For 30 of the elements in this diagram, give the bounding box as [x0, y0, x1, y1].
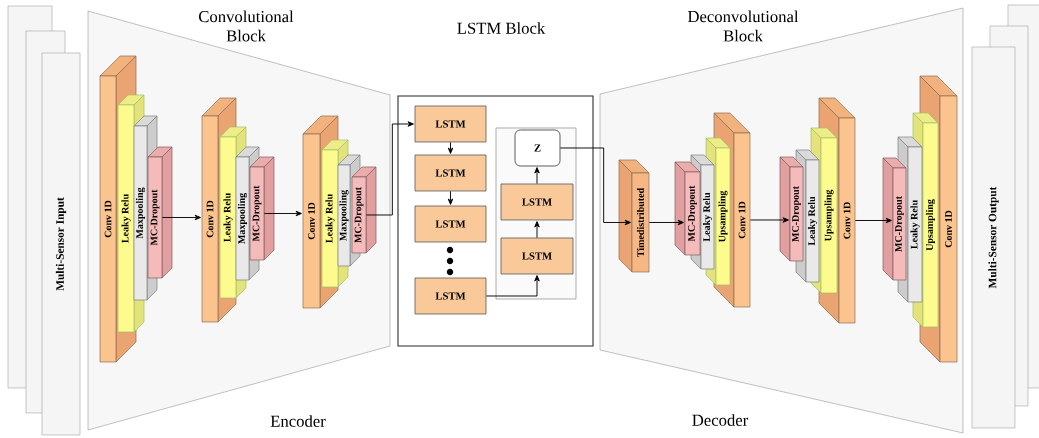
arrow [854, 217, 892, 224]
layer-slab: MC-Dropout [674, 161, 701, 256]
lstm-box: LSTM [414, 105, 487, 143]
node-label: LSTM Block [457, 22, 546, 34]
layer-slab: MC-Dropout [147, 146, 173, 279]
arrow [648, 219, 684, 226]
lstm-box: LSTM [500, 183, 574, 221]
layer-slab: MC-Dropout [779, 156, 804, 262]
arrow [534, 221, 540, 239]
node-label: Multi-Sensor Input [55, 197, 67, 291]
layer-slab: MC-Dropout [249, 156, 275, 261]
arrow [161, 214, 201, 221]
arrow [534, 167, 540, 185]
lstm-box: LSTM [500, 237, 574, 275]
output-stack: Multi-Sensor Output [971, 4, 1039, 429]
z-box: Z [514, 129, 561, 167]
arrow [559, 147, 631, 226]
arrow [749, 217, 789, 223]
arrow [485, 275, 540, 297]
layer-slab: Timedistributed [618, 159, 650, 273]
input-stack: Multi-Sensor Input [7, 5, 81, 436]
lstm-box: LSTM [414, 154, 487, 192]
layer-slab: MC-Dropout [882, 157, 907, 281]
arrow [263, 210, 302, 217]
layer-slab: MC-Dropout [351, 166, 377, 254]
arrow [447, 141, 454, 154]
arrow [447, 190, 454, 205]
lstm-box: LSTM [414, 205, 487, 243]
arrow [365, 121, 414, 216]
lstm-box: LSTM [414, 277, 487, 315]
